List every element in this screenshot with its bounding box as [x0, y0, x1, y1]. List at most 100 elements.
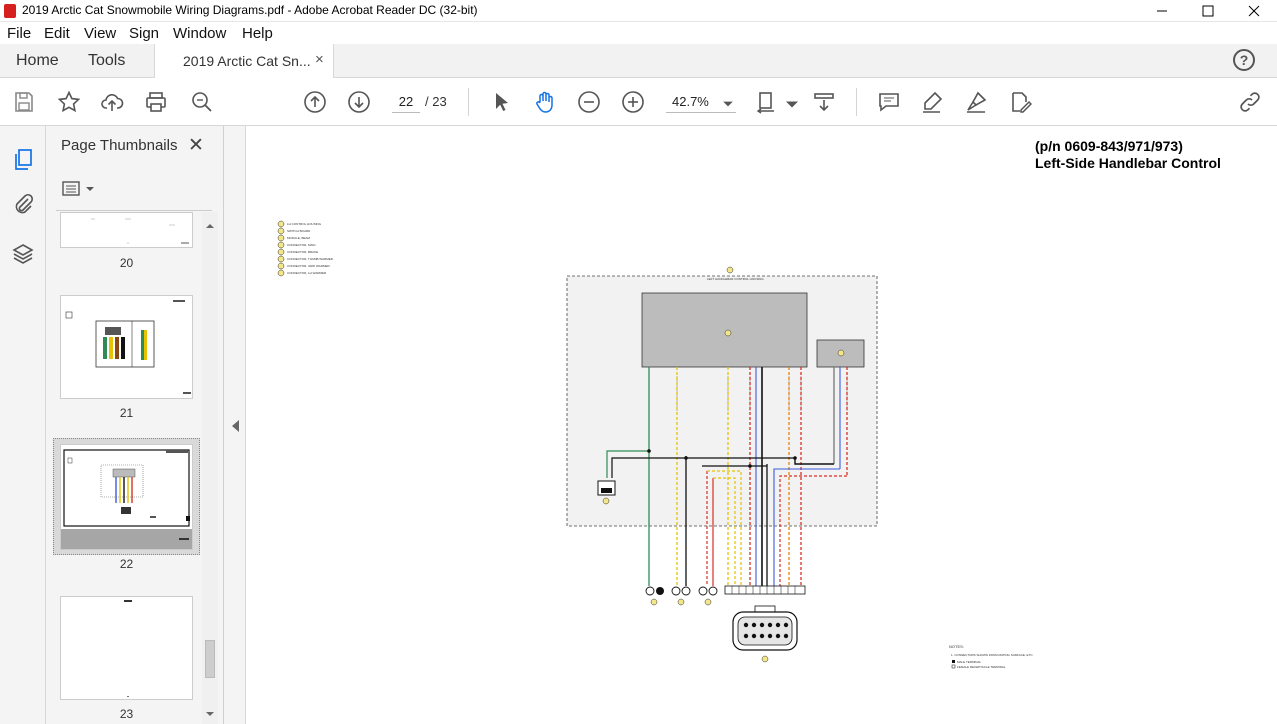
menu-bar: File Edit View Sign Window Help — [0, 22, 1277, 44]
page-total: / 23 — [425, 94, 447, 109]
scroll-mode-icon[interactable] — [812, 90, 836, 114]
menu-edit[interactable]: Edit — [44, 25, 70, 42]
close-window-button[interactable] — [1231, 0, 1277, 22]
main-connector-strip — [724, 585, 806, 595]
menu-file[interactable]: File — [7, 25, 32, 42]
legend-item: CONNECTOR, LH WARMER — [287, 271, 327, 275]
chevron-left-icon — [232, 420, 239, 432]
legend-item: CONNECTOR, GRIP WARMER — [287, 264, 330, 268]
zoom-dropdown-icon[interactable] — [716, 92, 733, 112]
wire-green-bus — [606, 450, 649, 478]
fit-dropdown-icon[interactable] — [780, 94, 798, 110]
document-view[interactable]: (p/n 0609-843/971/973) Left-Side Handleb… — [247, 126, 1277, 724]
save-icon[interactable] — [12, 90, 36, 114]
notes-title: NOTES: — [949, 644, 964, 649]
thumbnail-page-22[interactable] — [60, 444, 193, 550]
diagram-legend: LH CONTROL HOUSING SWITCH BOARD MODULE, … — [277, 220, 334, 277]
wire-yellow — [713, 477, 736, 586]
help-icon[interactable]: ? — [1233, 49, 1255, 71]
maximize-button[interactable] — [1185, 0, 1231, 22]
thumbnail-page-21[interactable] — [60, 295, 193, 399]
thumbnail-page-23[interactable] — [60, 596, 193, 700]
window-title: 2019 Arctic Cat Snowmobile Wiring Diagra… — [22, 3, 478, 17]
callout-marker — [602, 497, 610, 505]
thumbnail-list: 20 21 — [46, 212, 202, 724]
main-connector-pins — [731, 586, 796, 594]
hand-tool-icon[interactable] — [533, 90, 557, 114]
switch-board — [641, 292, 808, 368]
thumbnail-label-23: 23 — [119, 707, 134, 721]
document-title-line-1: (p/n 0609-843/971/973) — [1035, 138, 1183, 154]
connector-terminals — [601, 488, 612, 493]
note-line: FEMALE RECEPTACLE TERMINAL — [957, 665, 1006, 669]
edit-pdf-icon[interactable] — [1008, 90, 1033, 114]
page-22-preview — [61, 449, 192, 549]
wire-blue-bus — [773, 468, 840, 586]
next-page-icon[interactable] — [347, 90, 371, 114]
minimize-button[interactable] — [1139, 0, 1185, 22]
thumbnail-page-20[interactable] — [60, 212, 193, 248]
tab-bar: Home Tools 2019 Arctic Cat Sn... × ? — [0, 44, 1277, 79]
bookmark-star-icon[interactable] — [57, 90, 81, 114]
page-thumbnails-icon[interactable] — [11, 148, 35, 172]
note-line: MALE TERMINAL — [957, 660, 981, 664]
housing-label: LEFT HANDLEBAR CONTROL HOUSING — [707, 277, 764, 281]
menu-help[interactable]: Help — [242, 25, 273, 42]
page-number-input[interactable] — [392, 91, 420, 113]
zoom-level-input[interactable] — [666, 91, 736, 113]
legend-item: LH CONTROL HOUSING — [287, 222, 322, 226]
share-link-icon[interactable] — [1238, 90, 1262, 114]
tab-document[interactable]: 2019 Arctic Cat Sn... × — [154, 44, 334, 79]
list-options-icon — [62, 181, 94, 196]
panel-divider — [56, 210, 212, 211]
close-panel-icon[interactable]: ✕ — [188, 135, 204, 156]
toolbar-divider — [468, 88, 469, 116]
attachment-icon[interactable] — [11, 192, 35, 216]
document-tab-label: 2019 Arctic Cat Sn... — [183, 53, 311, 69]
tab-home[interactable]: Home — [16, 52, 59, 69]
wire-black-bus — [794, 458, 834, 465]
minimize-icon — [1157, 10, 1167, 12]
round-connectors — [645, 586, 718, 606]
close-tab-icon[interactable]: × — [315, 51, 324, 68]
thumbnail-label-22: 22 — [119, 557, 134, 571]
menu-view[interactable]: View — [84, 25, 117, 42]
tab-tools[interactable]: Tools — [88, 52, 126, 69]
legend-item: CONNECTOR, THUMB WARMER — [287, 257, 334, 261]
legend-item: CONNECTOR, BRAKE — [287, 250, 318, 254]
select-cursor-icon[interactable] — [490, 90, 514, 114]
sign-pen-icon[interactable] — [964, 90, 988, 114]
acrobat-icon — [4, 4, 16, 18]
legend-item: CONNECTOR, MAIN — [287, 243, 315, 247]
highlight-pen-icon[interactable] — [920, 90, 944, 114]
zoom-out-icon[interactable] — [577, 90, 601, 114]
close-icon — [1248, 5, 1260, 17]
panel-title: Page Thumbnails — [61, 137, 178, 154]
left-rail — [0, 126, 46, 724]
layers-icon[interactable] — [11, 242, 35, 266]
title-bar: 2019 Arctic Cat Snowmobile Wiring Diagra… — [0, 0, 1277, 22]
comment-icon[interactable] — [877, 90, 901, 114]
diagram-notes: NOTES: 1. CONNECTORS SHOWN FROM MATING S… — [949, 644, 1034, 669]
previous-page-icon[interactable] — [303, 90, 327, 114]
scrollbar-thumb[interactable] — [205, 640, 215, 678]
document-title-line-2: Left-Side Handlebar Control — [1035, 155, 1221, 171]
zoom-search-icon[interactable] — [190, 90, 214, 114]
page-thumbnails-panel: Page Thumbnails ✕ 20 — [46, 126, 224, 724]
junction-dot — [793, 456, 797, 460]
menu-window[interactable]: Window — [173, 25, 227, 42]
page-20-preview — [91, 218, 189, 244]
wire-black-bus — [611, 457, 795, 478]
thumbnail-scrollbar[interactable] — [202, 212, 218, 724]
upload-icon[interactable] — [100, 90, 124, 114]
thumbnail-options-button[interactable] — [62, 180, 94, 198]
maximize-icon — [1202, 5, 1214, 17]
fit-page-icon[interactable] — [755, 90, 779, 114]
collapse-panel-button[interactable] — [224, 126, 246, 724]
zoom-in-icon[interactable] — [621, 90, 645, 114]
menu-sign[interactable]: Sign — [129, 25, 160, 42]
print-icon[interactable] — [144, 90, 168, 114]
junction-dot — [748, 464, 752, 468]
wire-yellow — [707, 470, 742, 586]
callout-marker — [726, 266, 734, 274]
